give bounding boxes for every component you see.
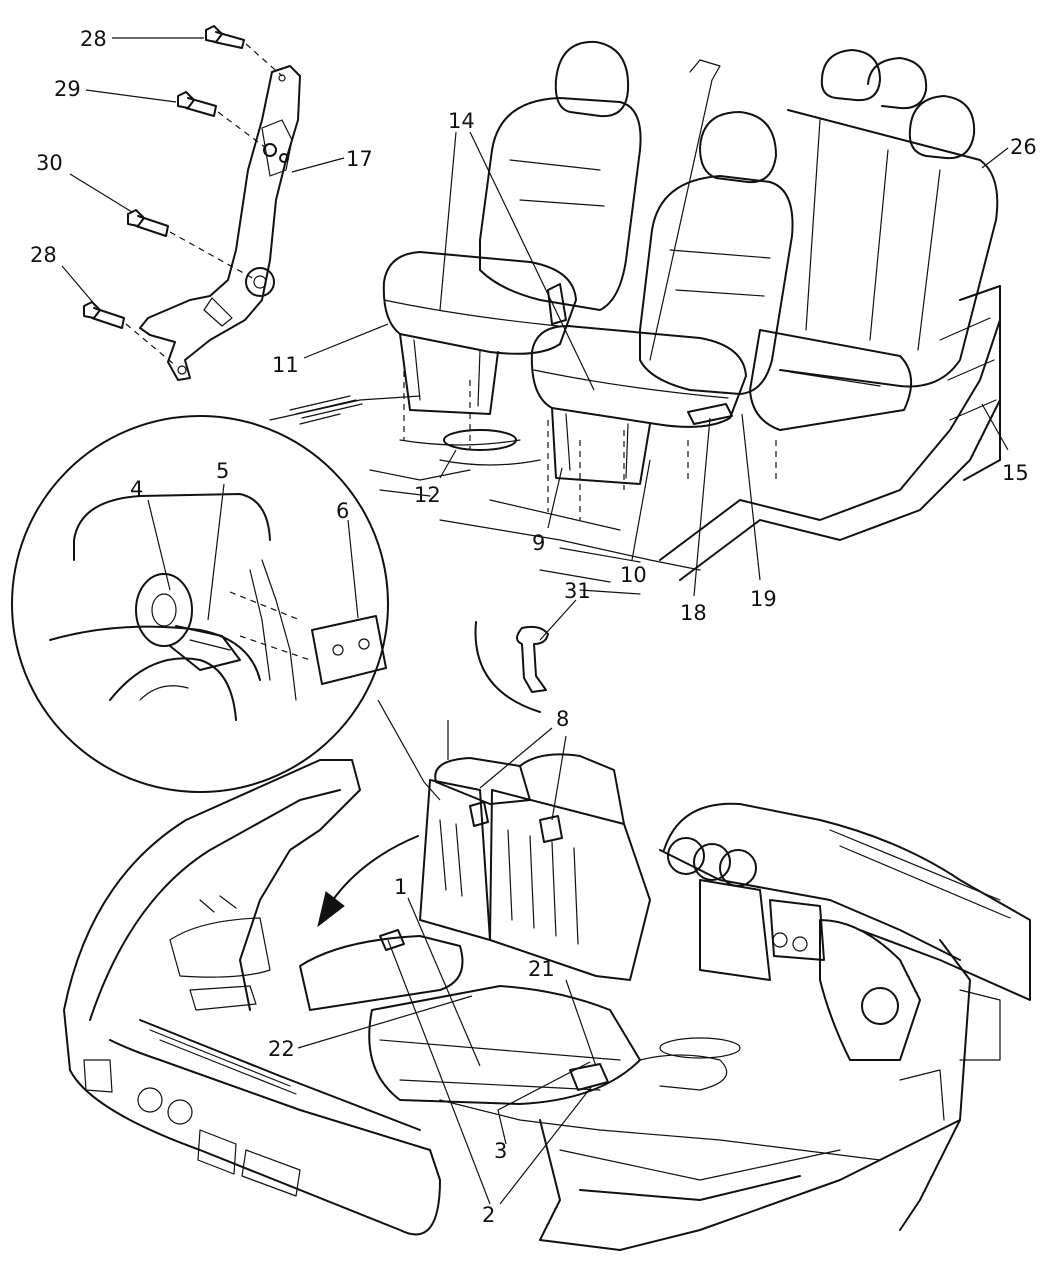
- leader-26: [981, 147, 1009, 169]
- bolt-28-top: [205, 25, 283, 77]
- leader-2b: [499, 1085, 593, 1205]
- leader-29: [85, 89, 177, 103]
- callout-6: 6: [336, 499, 349, 523]
- leader-lines: [61, 37, 1009, 1205]
- bolt-30: [127, 209, 257, 281]
- callout-14: 14: [448, 109, 475, 133]
- callout-5: 5: [216, 459, 229, 483]
- callout-labels: 28 29 30 28 17 14 26 11 12 9 10 18 19 15…: [30, 27, 1037, 1227]
- callout-19: 19: [750, 587, 777, 611]
- bolt-29: [177, 91, 267, 149]
- callout-11: 11: [272, 353, 299, 377]
- leader-12: [439, 449, 457, 479]
- leader-28-bottom: [61, 265, 97, 307]
- leader-9: [547, 467, 563, 529]
- leader-3: [497, 1061, 591, 1145]
- leader-31: [539, 599, 577, 641]
- callout-21: 21: [528, 957, 555, 981]
- callout-12: 12: [414, 483, 441, 507]
- callout-2: 2: [482, 1203, 495, 1227]
- leader-6: [347, 519, 359, 619]
- callout-4: 4: [130, 477, 143, 501]
- front-seats: [382, 40, 794, 485]
- callout-3: 3: [494, 1139, 507, 1163]
- callout-1: 1: [394, 875, 407, 899]
- leader-10: [631, 459, 651, 561]
- callout-9: 9: [532, 531, 545, 555]
- leader-17: [291, 157, 345, 173]
- detail-inset-circle: [11, 415, 425, 793]
- callout-18: 18: [680, 601, 707, 625]
- leader-14b: [469, 131, 595, 391]
- leader-1: [407, 897, 481, 1067]
- leader-22: [297, 995, 473, 1049]
- leader-15: [981, 403, 1009, 451]
- leader-18: [693, 417, 711, 597]
- callout-28-bottom: 28: [30, 243, 57, 267]
- leader-14a: [439, 131, 457, 311]
- leader-8a: [479, 727, 553, 789]
- leader-21: [565, 979, 597, 1067]
- callout-8: 8: [556, 707, 569, 731]
- callout-30: 30: [36, 151, 63, 175]
- vehicle-body: [63, 720, 1031, 1251]
- seat-mount-lines: [403, 360, 777, 520]
- callout-10: 10: [620, 563, 647, 587]
- rear-bench-seat: [749, 49, 999, 431]
- leader-8b: [551, 735, 567, 821]
- callout-17: 17: [346, 147, 373, 171]
- leader-19: [741, 413, 761, 581]
- floor-and-sill: [269, 285, 1001, 595]
- bolt-28-bottom: [83, 301, 177, 367]
- callout-26: 26: [1010, 135, 1037, 159]
- leader-2a: [387, 939, 491, 1205]
- callout-29: 29: [54, 77, 81, 101]
- leader-30: [69, 173, 133, 213]
- callout-28-top: 28: [80, 27, 107, 51]
- callout-22: 22: [268, 1037, 295, 1061]
- leader-11: [303, 323, 389, 359]
- callout-15: 15: [1002, 461, 1029, 485]
- detail-arc-31: [474, 621, 549, 713]
- leader-5: [207, 483, 225, 621]
- leader-4: [147, 499, 171, 591]
- hinge-bracket-17: [139, 65, 301, 381]
- callout-31: 31: [564, 579, 591, 603]
